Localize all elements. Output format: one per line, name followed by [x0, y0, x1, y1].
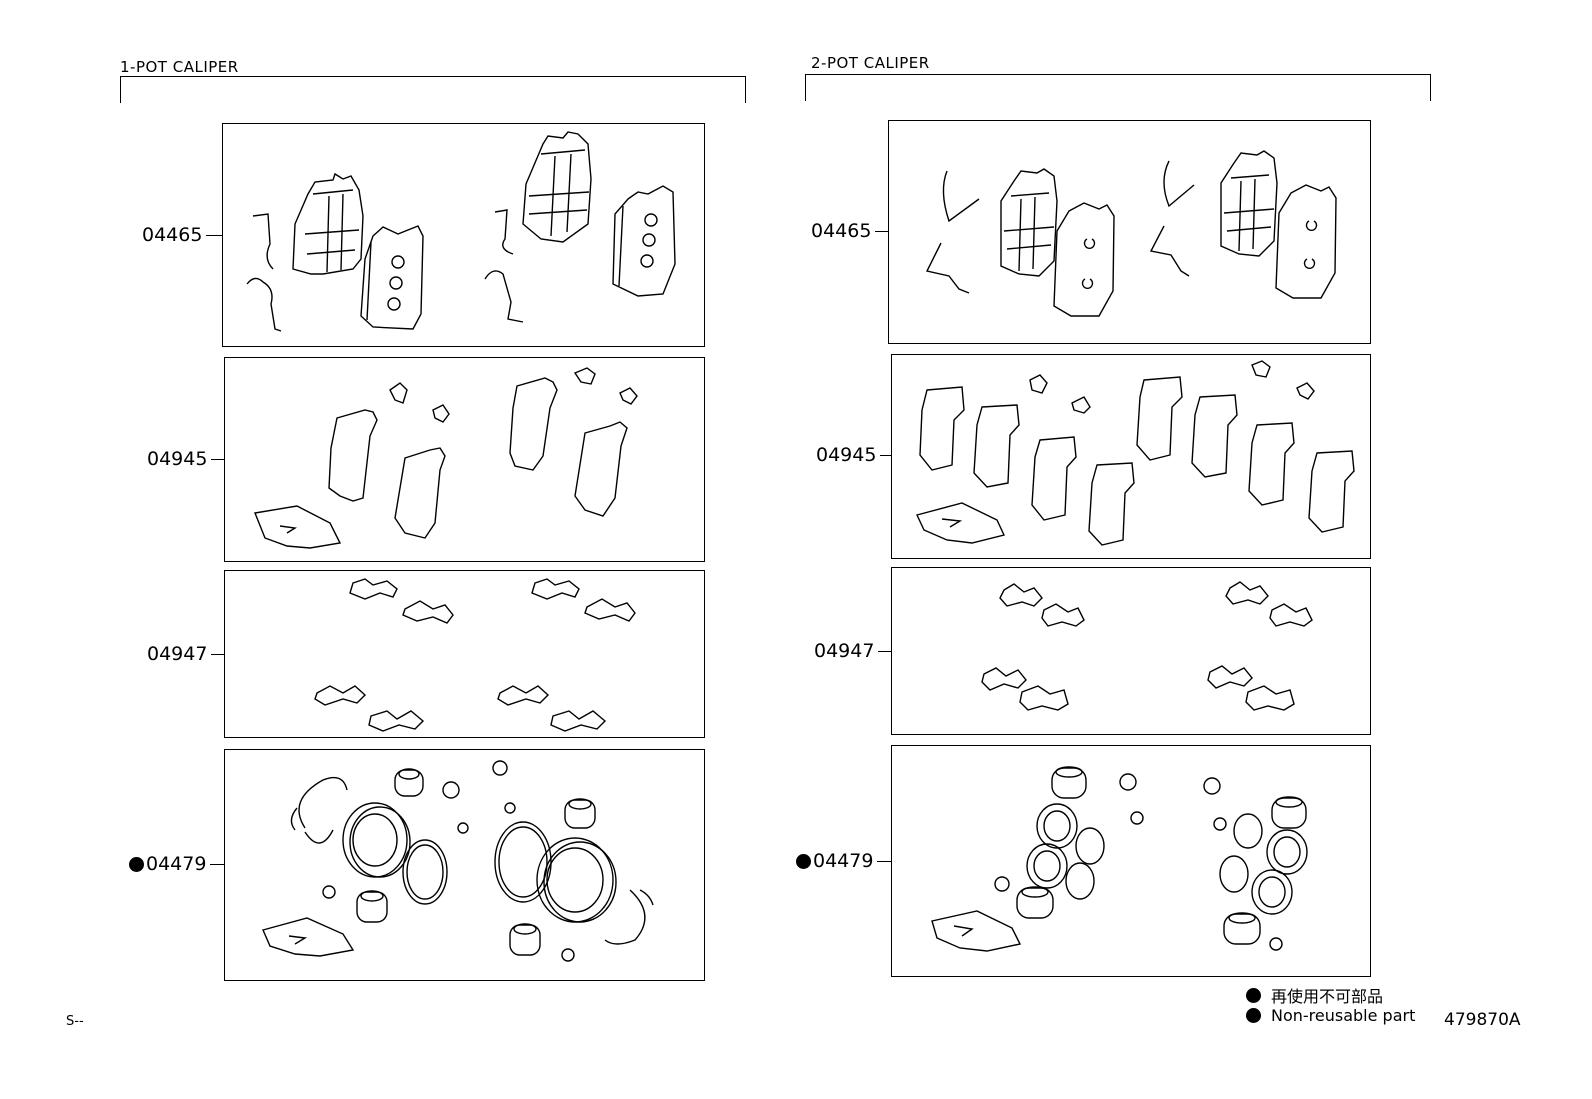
section-bracket-2-pot [805, 74, 1431, 101]
non-reusable-dot-icon [1246, 987, 1261, 1003]
part-number-text: 04479 [813, 850, 874, 872]
shim-illustration [916, 360, 1355, 546]
non-reusable-dot-icon [1246, 1008, 1261, 1023]
shim-illustration [254, 367, 638, 549]
part-number-label[interactable]: 04465 [142, 224, 227, 246]
corner-mark: S-- [66, 1014, 84, 1029]
part-number-label[interactable]: 04945 [147, 448, 232, 470]
part-number-label[interactable]: 04947 [147, 643, 232, 665]
seal-kit-illustration [931, 766, 1308, 952]
legend-japanese-text: 再使用不可部品 [1271, 987, 1384, 1006]
anti-squeal-panel[interactable] [891, 567, 1371, 735]
legend-english: Non-reusable part [1246, 1006, 1415, 1025]
part-number-text: 04945 [816, 444, 877, 466]
part-number-text: 04945 [147, 448, 208, 470]
part-number-text: 04465 [811, 220, 872, 242]
shim-kit-panel[interactable] [224, 357, 705, 562]
section-bracket-1-pot [120, 76, 746, 103]
anti-squeal-panel[interactable] [224, 570, 705, 738]
pad-kit-panel[interactable] [222, 123, 705, 347]
leader-line [210, 863, 231, 865]
part-number-label[interactable]: 04947 [814, 640, 899, 662]
part-number-label[interactable]: 04479 [796, 850, 898, 872]
leader-line [880, 454, 901, 456]
shim-kit-panel[interactable] [891, 354, 1371, 559]
legend-english-text: Non-reusable part [1271, 1006, 1416, 1025]
seal-kit-panel[interactable] [891, 745, 1371, 977]
part-number-label[interactable]: 04945 [816, 444, 901, 466]
anti-squeal-illustration [981, 581, 1313, 711]
part-number-label[interactable]: 04479 [129, 853, 231, 875]
leader-line [875, 230, 896, 232]
leader-line [211, 653, 232, 655]
part-number-text: 04465 [142, 224, 203, 246]
part-number-text: 04947 [147, 643, 208, 665]
non-reusable-dot-icon [796, 853, 811, 869]
brake-pad-illustration [246, 131, 676, 332]
part-number-text: 04479 [146, 853, 207, 875]
leader-line [878, 650, 899, 652]
non-reusable-dot-icon [129, 856, 144, 872]
brake-pad-illustration [925, 150, 1337, 317]
leader-line [206, 234, 227, 236]
leader-line [877, 860, 898, 862]
pad-kit-panel[interactable] [888, 120, 1371, 344]
drawing-code: 479870A [1444, 1010, 1521, 1030]
leader-line [211, 458, 232, 460]
section-title-1-pot: 1-POT CALIPER [120, 58, 239, 76]
part-number-text: 04947 [814, 640, 875, 662]
seal-kit-panel[interactable] [224, 749, 705, 981]
part-number-label[interactable]: 04465 [811, 220, 896, 242]
section-title-2-pot: 2-POT CALIPER [811, 54, 930, 72]
anti-squeal-illustration [314, 578, 636, 732]
seal-kit-illustration [262, 760, 654, 962]
legend-japanese: 再使用不可部品 [1246, 983, 1383, 1007]
